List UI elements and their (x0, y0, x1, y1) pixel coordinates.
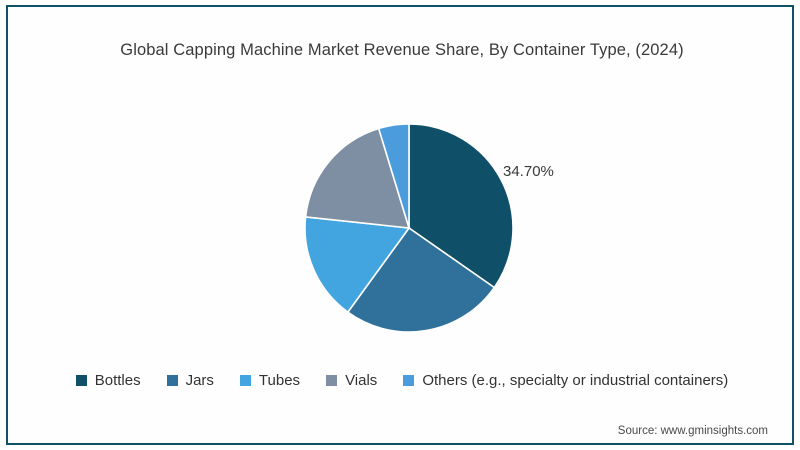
slice-value-label-bottles: 34.70% (503, 163, 554, 180)
source-attribution: Source: www.gminsights.com (617, 425, 768, 437)
legend-swatch-vials (326, 375, 338, 386)
legend-label-others: Others (e.g., specialty or industrial co… (422, 372, 729, 389)
pie-slice[interactable] (304, 216, 411, 314)
legend-item-others[interactable]: Others (e.g., specialty or industrial co… (403, 372, 728, 389)
legend-item-jars[interactable]: Jars (166, 372, 214, 389)
pie-slice[interactable] (304, 127, 411, 229)
legend-swatch-others (403, 375, 415, 386)
legend-label-bottles: Bottles (94, 372, 141, 389)
pie-slice[interactable] (377, 123, 410, 229)
chart-title: Global Capping Machine Market Revenue Sh… (120, 41, 684, 59)
legend-swatch-tubes (239, 375, 251, 386)
legend-label-vials: Vials (345, 372, 378, 389)
legend-swatch-jars (166, 375, 178, 386)
chart-frame: Global Capping Machine Market Revenue Sh… (6, 5, 794, 445)
legend-item-tubes[interactable]: Tubes (239, 372, 301, 389)
pie-slice[interactable] (346, 226, 496, 333)
pie-chart-area: 34.70% (8, 7, 796, 447)
legend-item-vials[interactable]: Vials (326, 372, 377, 389)
pie-slice[interactable] (408, 123, 514, 289)
legend-label-jars: Jars (185, 372, 214, 389)
chart-legend: Bottles Jars Tubes Vials Others (e.g., s… (8, 372, 796, 389)
legend-item-bottles[interactable]: Bottles (75, 372, 141, 389)
pie-chart (304, 123, 514, 333)
legend-label-tubes: Tubes (258, 372, 301, 389)
legend-swatch-bottles (75, 375, 87, 386)
pie-slice-group (304, 123, 514, 333)
